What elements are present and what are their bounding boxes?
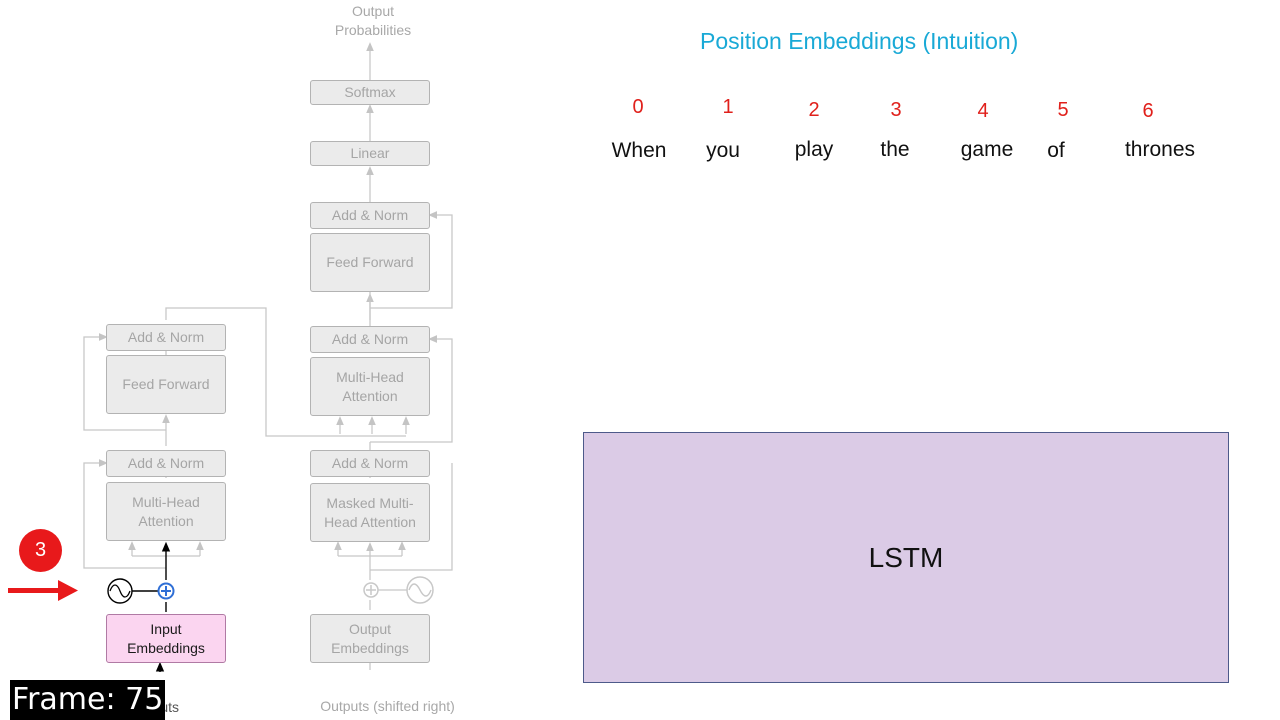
token-word: play bbox=[794, 138, 834, 161]
token-index: 3 bbox=[890, 99, 902, 121]
token-index: 0 bbox=[632, 96, 644, 118]
output-embeddings-block: Output Embeddings bbox=[310, 614, 430, 663]
encoder-feed-forward-block: Feed Forward bbox=[106, 355, 226, 414]
encoder-positional-encoding-icon bbox=[107, 578, 133, 604]
token-index: 1 bbox=[722, 96, 734, 118]
red-pointer-arrow-icon bbox=[8, 580, 78, 601]
lstm-block: LSTM bbox=[583, 432, 1229, 683]
panel-title: Position Embeddings (Intuition) bbox=[700, 28, 1019, 54]
decoder-positional-encoding-icon bbox=[406, 576, 434, 604]
token-index: 4 bbox=[977, 100, 989, 122]
token-word: When bbox=[611, 139, 667, 162]
softmax-block: Softmax bbox=[310, 80, 430, 105]
outputs-shifted-right-label: Outputs (shifted right) bbox=[320, 698, 455, 714]
decoder-add-norm-bottom-block: Add & Norm bbox=[310, 450, 430, 477]
decoder-feed-forward-block: Feed Forward bbox=[310, 233, 430, 292]
token-word: the bbox=[880, 138, 910, 161]
linear-block: Linear bbox=[310, 141, 430, 166]
token-word: of bbox=[1047, 139, 1065, 162]
input-embeddings-block: Input Embeddings bbox=[106, 614, 226, 663]
decoder-add-icon bbox=[363, 582, 379, 598]
token-index: 6 bbox=[1142, 100, 1154, 122]
token-index: 2 bbox=[808, 99, 820, 121]
step-number-badge: 3 bbox=[19, 529, 62, 572]
encoder-add-norm-top-block: Add & Norm bbox=[106, 324, 226, 351]
encoder-add-icon bbox=[157, 582, 175, 600]
token-word: you bbox=[706, 139, 740, 162]
encoder-multi-head-attention-block: Multi-Head Attention bbox=[106, 482, 226, 541]
output-probabilities-label: Output Probabilities bbox=[334, 3, 412, 38]
encoder-add-norm-bottom-block: Add & Norm bbox=[106, 450, 226, 477]
decoder-add-norm-mid-block: Add & Norm bbox=[310, 326, 430, 353]
decoder-multi-head-attention-block: Multi-Head Attention bbox=[310, 357, 430, 416]
masked-multi-head-attention-block: Masked Multi- Head Attention bbox=[310, 483, 430, 542]
token-word: thrones bbox=[1124, 138, 1196, 161]
frame-counter-label: Frame: 75 bbox=[10, 680, 166, 720]
token-index: 5 bbox=[1057, 99, 1069, 121]
token-word: game bbox=[960, 138, 1014, 161]
lstm-label: LSTM bbox=[868, 541, 944, 573]
decoder-add-norm-top-block: Add & Norm bbox=[310, 202, 430, 229]
